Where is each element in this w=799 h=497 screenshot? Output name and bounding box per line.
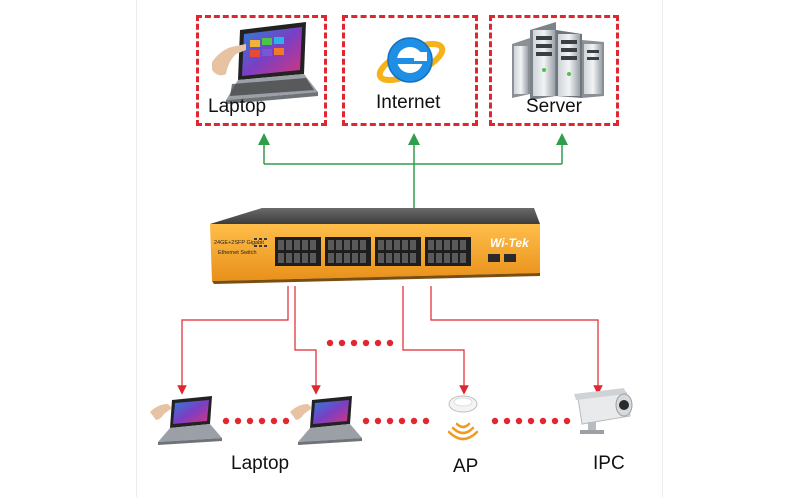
switch-model-text: 24GE+2SFP Gigabit [214,240,264,246]
sfp-port-1 [488,254,500,262]
switch-desc-text: Ethernet Switch [218,250,257,256]
dots-middle [326,339,394,347]
laptop-bottom-label: Laptop [231,453,290,474]
uplink-connectors [258,133,568,213]
ipc-label: IPC [593,453,625,474]
server-label: Server [526,96,582,117]
server-image [512,22,604,100]
wifi-signal-icon [447,422,479,441]
dots-laptops [222,417,290,425]
access-point-image [448,395,478,413]
internet-explorer-icon [376,37,446,84]
downlink-ap [402,286,469,395]
switch-brand-logo: Wi-Tek [490,236,530,250]
ip-camera-image [574,388,633,434]
dotted-links [222,339,571,425]
laptop-top-label: Laptop [208,96,267,117]
dots-laptop-ap [362,417,430,425]
internet-label: Internet [376,92,441,113]
dots-ap-ipc [491,417,571,425]
sfp-port-2 [504,254,516,262]
laptop-bottom-2-image [290,396,362,445]
laptop-bottom-1-image [150,396,222,445]
downlink-laptop-1 [177,286,289,395]
ap-label: AP [453,456,479,477]
ethernet-switch: 24GE+2SFP Gigabit Ethernet Switch Wi-Tek [210,208,540,284]
downlink-connectors [177,286,603,395]
laptop-top-image [212,22,318,104]
downlink-ipc [430,286,603,395]
downlink-laptop-2 [294,286,321,395]
